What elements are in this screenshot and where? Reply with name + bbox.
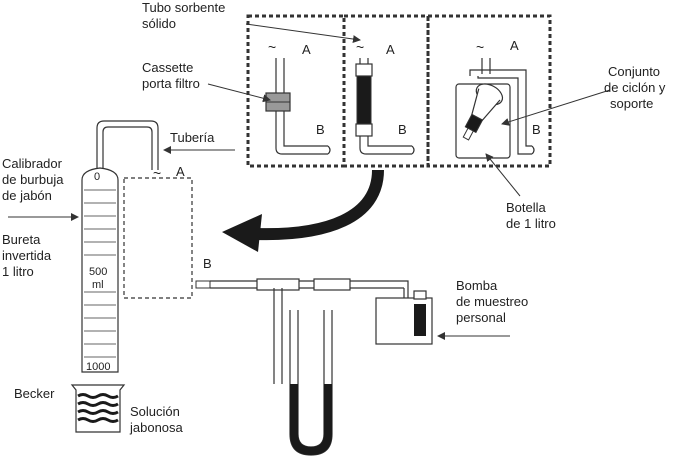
label-solucion-2: jabonosa [129,420,184,435]
sampler-placeholder-box: A B [123,164,212,299]
soap-bubble-calibrator: ~ 0 500 ml 1000 [81,120,161,373]
inverted-burette [81,167,119,373]
port-a-label-4: A [176,164,185,179]
label-cassette-1: Cassette [142,60,193,75]
panel-sorbent: ~ A B [342,14,430,168]
tilde-mark: ~ [356,39,364,55]
label-conjunto-1: Conjunto [608,64,660,79]
pump-display [414,304,426,336]
label-botella-1: Botella [506,200,547,215]
label-botella-2: de 1 litro [506,216,556,231]
connecting-tube [195,278,410,308]
port-b-label-3: B [532,122,541,137]
label-bureta-1: Bureta [2,232,41,247]
burette-scale [84,189,116,358]
scale-1000: 1000 [86,361,110,373]
label-cassette-2: porta filtro [142,76,200,91]
label-tubo-1: Tubo sorbente [142,0,225,15]
soap-beaker [70,384,126,433]
label-tuberia: Tubería [170,130,215,145]
tilde-mark: ~ [268,39,276,55]
label-conjunto-2: de ciclón y [604,80,666,95]
label-tubo-2: sólido [142,16,176,31]
label-bomba-3: personal [456,310,506,325]
sampling-pump [375,290,433,345]
port-b-label-2: B [398,122,407,137]
scale-ml: ml [92,279,104,291]
port-a-label-2: A [386,42,395,57]
label-calibrador-2: de burbuja [2,172,64,187]
port-b-label-4: B [203,256,212,271]
tilde-mark: ~ [153,165,161,181]
panel-cassette: ~ A B [246,14,346,168]
u-tube-manometer [273,288,333,456]
label-bomba-1: Bomba [456,278,498,293]
label-conjunto-3: soporte [610,96,653,111]
label-solucion-1: Solución [130,404,180,419]
sorbent-tube [356,75,372,125]
label-calibrador-3: de jabón [2,188,52,203]
label-bureta-2: invertida [2,248,52,263]
scale-500: 500 [89,266,107,278]
scale-zero: 0 [94,171,100,183]
port-a-label-3: A [510,38,519,53]
cyclone-assembly [462,83,504,141]
label-bomba-2: de muestreo [456,294,528,309]
leader-arrows [8,23,611,340]
tilde-mark: ~ [476,39,484,55]
flow-arrow [222,169,384,252]
label-becker: Becker [14,386,55,401]
label-bureta-3: 1 litro [2,264,34,279]
label-calibrador-1: Calibrador [2,156,63,171]
panel-cyclone: ~ A B [426,14,552,168]
port-a-label-1: A [302,42,311,57]
port-b-label-1: B [316,122,325,137]
